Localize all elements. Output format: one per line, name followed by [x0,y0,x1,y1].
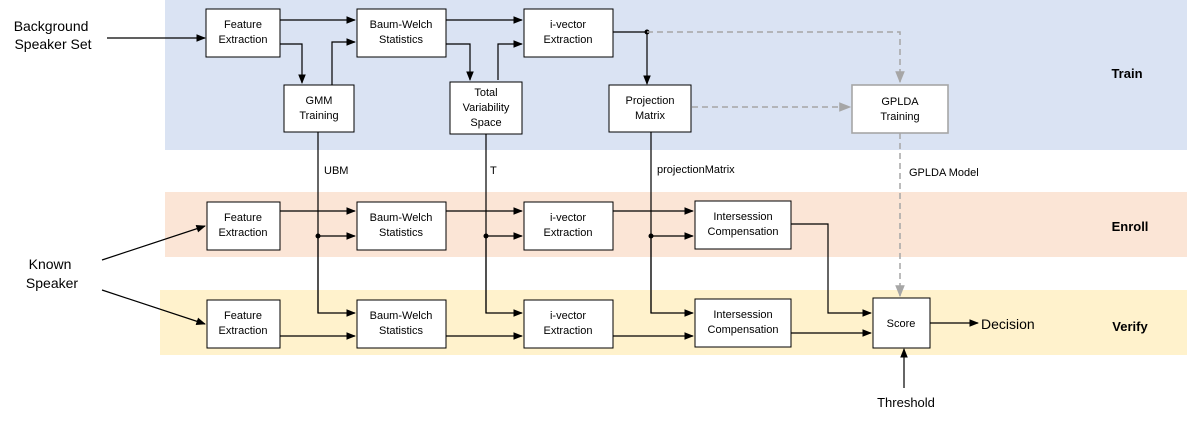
verify-band [160,290,1187,355]
t-label: T [490,165,497,177]
svg-text:Score: Score [887,318,916,330]
known-speaker-label: Known Speaker [26,256,78,291]
ubm-label: UBM [324,165,348,177]
decision-label: Decision [981,316,1035,332]
enroll-band [165,192,1187,257]
projection-matrix-label: projectionMatrix [657,164,735,176]
stage-label-verify: Verify [1112,319,1148,334]
gplda-model-label: GPLDA Model [909,167,979,179]
score-box: Score [872,297,931,349]
threshold-label: Threshold [877,395,935,410]
stage-label-train: Train [1111,66,1142,81]
connectors [101,16,979,388]
stage-label-enroll: Enroll [1112,219,1149,234]
background-speaker-set-label: Background Speaker Set [14,18,93,52]
dashed-connectors [647,31,905,298]
